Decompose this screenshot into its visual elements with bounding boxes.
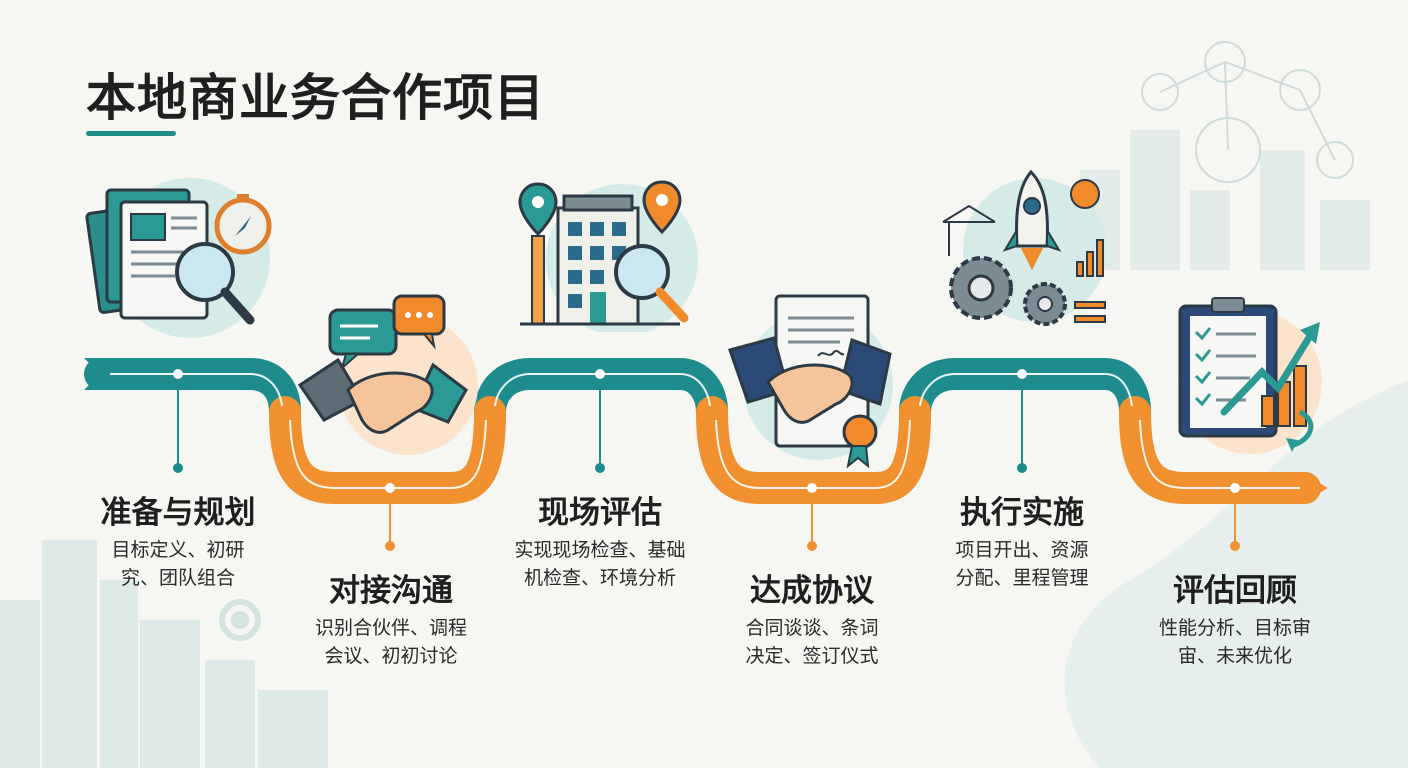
background-wash-shape [1064,380,1408,768]
network-nodes [1141,41,1354,183]
building-inspection-icon [518,180,698,332]
step-6-desc-line-1: 性能分析、目标审 [1158,617,1311,639]
step-6-desc-line-2: 宙、未来优化 [1177,645,1292,667]
teal-ribbon-segments [84,358,1151,428]
step-3-title: 现场评估 [538,495,662,531]
step-1-desc-line-1: 目标定义、初研 [111,539,245,561]
step-4-title: 达成协议 [750,573,874,609]
step-3-desc-line-2: 机检查、环境分析 [523,567,676,589]
step-5-title: 执行实施 [960,495,1084,531]
title-underline [86,131,176,136]
ribbon-end-arrow [1300,472,1328,504]
step-1-desc-line-2: 究、团队组合 [120,567,235,589]
handshake-chat-bubbles-icon [298,294,478,455]
contract-handshake-icon [728,294,893,469]
step-5-desc-line-1: 项目开出、资源 [955,539,1089,561]
step-4-desc-line-2: 决定、签订仪式 [745,645,879,667]
left-gear-decor-icon [219,599,261,641]
rocket-gears-icon [942,169,1107,326]
ribbon-start-tail [84,358,130,390]
step-1-title: 准备与规划 [100,495,256,531]
step-5-desc-line-2: 分配、里程管理 [955,567,1089,589]
step-6-title: 评估回顾 [1173,573,1297,609]
step-2-desc-line-2: 会议、初初讨论 [324,645,458,667]
step-2-desc-line-1: 识别合伙伴、调程 [314,617,467,639]
step-4-desc-line-1: 合同谈谈、条词 [745,617,879,639]
step-connectors [173,390,1240,551]
documents-magnifier-compass-icon [85,178,272,338]
step-3-desc-line-1: 实现现场检查、基础 [514,539,686,561]
step-2-title: 对接沟通 [329,573,453,609]
checklist-growth-chart-icon [1178,297,1322,454]
left-skyline [0,540,328,768]
page-title: 本地商业务合作项目 [86,69,545,127]
